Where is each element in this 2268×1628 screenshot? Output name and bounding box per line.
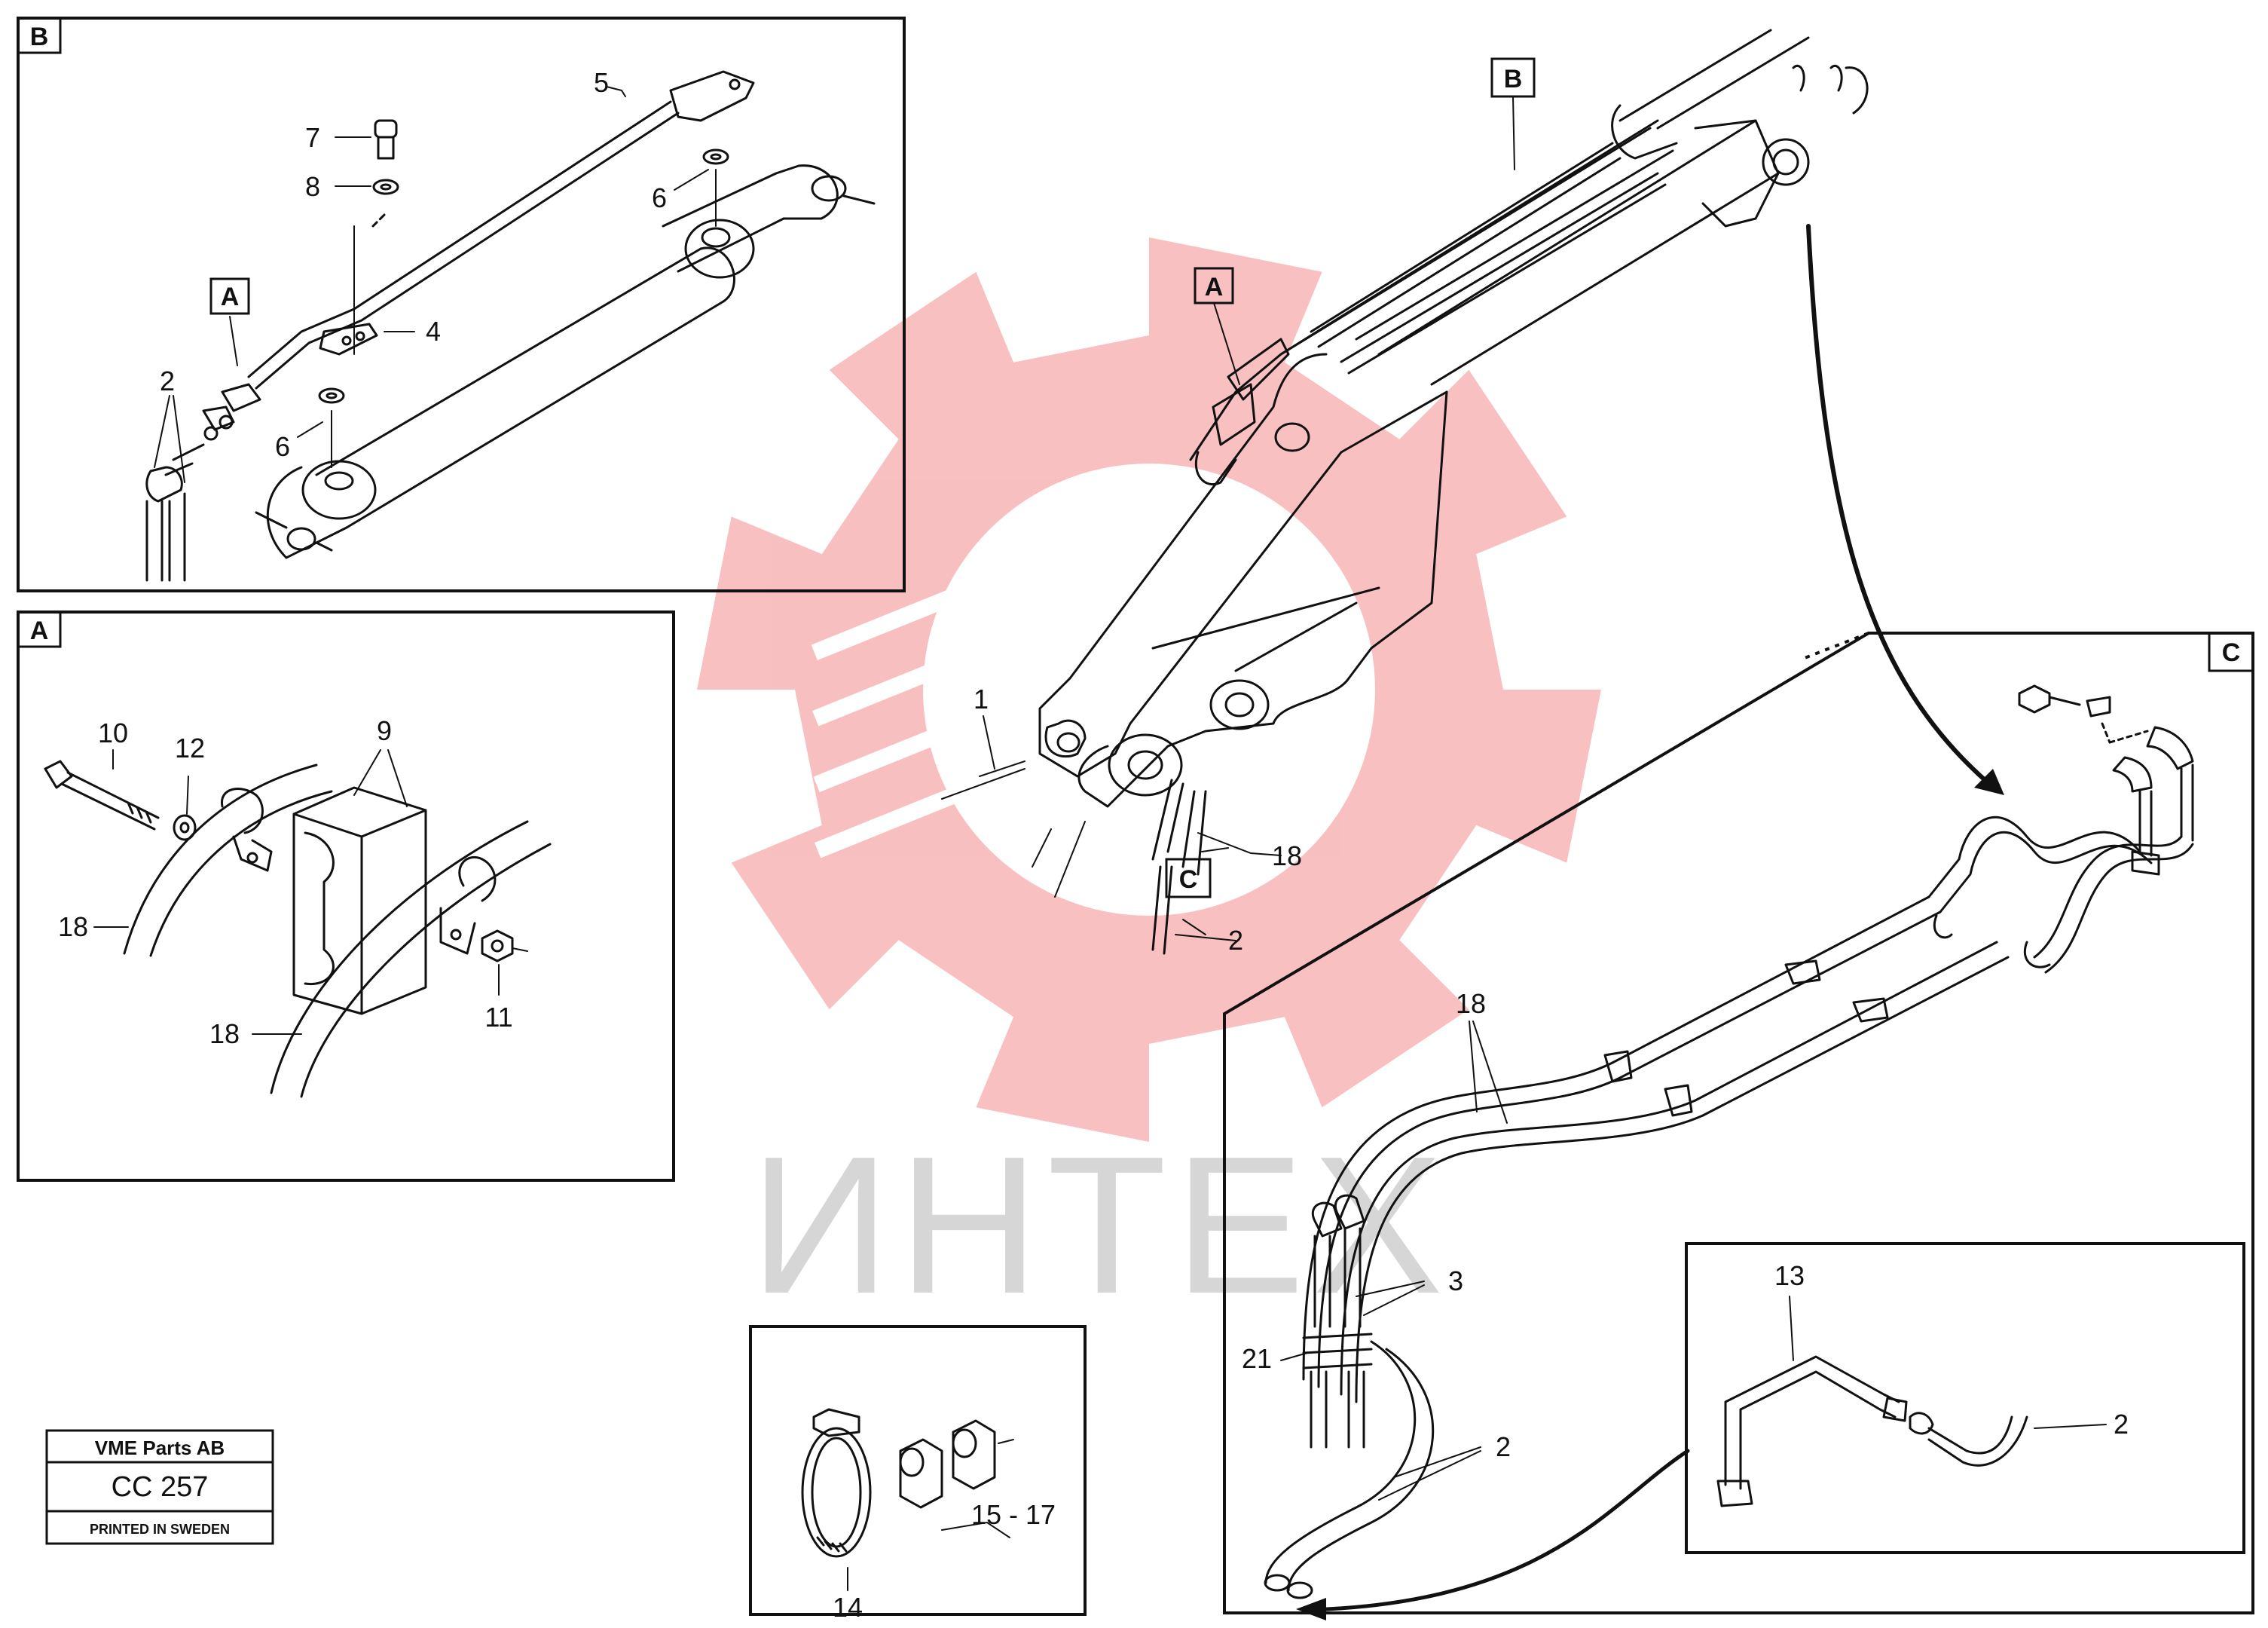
label-part-11: 11 <box>484 1002 512 1033</box>
label-part-1: 1 <box>974 684 989 715</box>
pipe-line <box>247 70 755 390</box>
label-part-13: 13 <box>1774 1260 1805 1291</box>
panel-a: A 10 12 9 18 <box>17 610 675 1182</box>
boom-tag-b: B <box>1504 65 1523 93</box>
label-part-2-boom: 2 <box>1228 925 1243 956</box>
boom-tag-c: C <box>1179 865 1198 894</box>
label-part-21: 21 <box>1242 1343 1272 1374</box>
panel-c-tag: C <box>2222 638 2241 667</box>
label-part-18-boom: 18 <box>1272 840 1302 871</box>
panel-a-tag: A <box>30 617 49 645</box>
panel-b-ref-a-tag: A <box>221 283 240 311</box>
label-part-15-17: 15 - 17 <box>971 1499 1056 1530</box>
label-part-18-a2: 18 <box>209 1018 240 1049</box>
panel-b-tag: B <box>30 23 49 51</box>
boom-tag-a: A <box>1205 273 1224 301</box>
watermark-text: ИНТЕХ <box>750 1116 1450 1335</box>
hydraulic-cylinder <box>255 164 876 559</box>
label-part-2-c: 2 <box>1496 1431 1511 1462</box>
label-part-18-a1: 18 <box>58 911 88 942</box>
label-part-8: 8 <box>305 171 320 202</box>
title-block: VME Parts AB CC 257 PRINTED IN SWEDEN <box>45 1429 274 1545</box>
label-part-18-c: 18 <box>1456 988 1486 1019</box>
panel-clamp: 14 15 - 17 <box>749 1325 1087 1623</box>
label-part-2-inner: 2 <box>2114 1409 2129 1440</box>
label-part-5: 5 <box>594 67 609 98</box>
title-block-code: CC 257 <box>112 1471 209 1503</box>
watermark-gear-icon <box>697 237 1601 1142</box>
panel-b: B <box>17 17 906 592</box>
label-part-12: 12 <box>175 733 205 764</box>
label-part-3: 3 <box>1448 1265 1463 1296</box>
boom-assembly <box>941 29 1869 955</box>
bolt-washer <box>353 119 399 355</box>
label-part-4: 4 <box>426 316 441 347</box>
hose-fittings <box>145 383 261 582</box>
label-part-7: 7 <box>305 122 320 153</box>
label-part-2-b: 2 <box>160 366 175 396</box>
label-part-6-top: 6 <box>652 182 667 213</box>
title-block-company: VME Parts AB <box>95 1437 225 1459</box>
panel-c: C <box>1223 632 2254 1620</box>
title-block-printed: PRINTED IN SWEDEN <box>90 1522 230 1537</box>
label-part-9: 9 <box>377 715 392 746</box>
label-part-10: 10 <box>98 718 128 748</box>
label-part-6-bottom: 6 <box>275 431 290 462</box>
label-part-14: 14 <box>833 1592 863 1623</box>
